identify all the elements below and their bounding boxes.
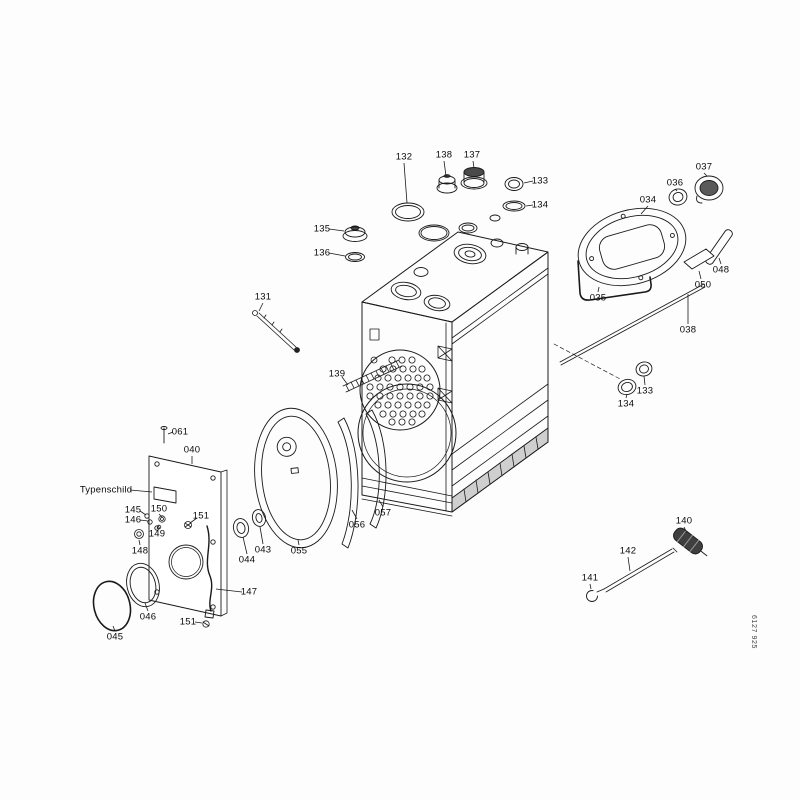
brush-140 (673, 527, 708, 557)
cap-135 (342, 225, 368, 242)
part-label-056: 056 (348, 519, 366, 531)
part-label-037: 037 (695, 161, 713, 173)
part-label-134: 134 (531, 199, 549, 211)
cap-138 (436, 174, 458, 194)
top-flanges (390, 222, 529, 312)
cover-034 (577, 207, 687, 287)
part-label-035: 035 (589, 292, 607, 304)
front-plate-assembly (92, 426, 267, 632)
part-label-034: 034 (639, 194, 657, 206)
part-label-057: 057 (374, 507, 392, 519)
part-label-145: 145 (124, 504, 142, 516)
part-label-132: 132 (395, 151, 413, 163)
part-label-043: 043 (254, 544, 272, 556)
part-label-036: 036 (666, 177, 684, 189)
bolt-061 (160, 426, 168, 444)
part-label-131: 131 (254, 291, 272, 303)
part-label-140: 140 (675, 515, 693, 527)
cap-037 (694, 175, 724, 204)
part-label-048: 048 (712, 264, 730, 276)
fastener-cluster (134, 513, 192, 539)
tube-sheet-holes (366, 356, 434, 426)
part-label-typenschild: Typenschild (79, 484, 133, 496)
ring-045 (92, 580, 132, 632)
part-label-138: 138 (435, 149, 453, 161)
flange-fittings (342, 167, 526, 262)
part-label-142: 142 (619, 545, 637, 557)
part-label-040: 040 (183, 444, 201, 456)
handle-035 (577, 260, 652, 301)
band-057 (365, 409, 387, 529)
part-label-133: 133 (531, 175, 549, 187)
ring-134 (502, 200, 526, 212)
nameplate (153, 486, 177, 504)
ring-136 (345, 252, 365, 262)
cleaning-tools (586, 527, 708, 602)
cover-assembly (553, 175, 733, 396)
hook-141 (586, 588, 605, 602)
ring-133b (635, 361, 653, 377)
part-label-146: 146 (124, 514, 142, 526)
part-label-045: 045 (106, 631, 124, 643)
part-label-137: 137 (463, 149, 481, 161)
part-label-135: 135 (313, 223, 331, 235)
rod-131 (252, 310, 300, 353)
part-label-148: 148 (131, 545, 149, 557)
part-label-050: 050 (694, 279, 712, 291)
part-label-061: 061 (171, 426, 189, 438)
part-label-055: 055 (290, 545, 308, 557)
part-label-139: 139 (328, 368, 346, 380)
part-label-134: 134 (617, 398, 635, 410)
part-label-151: 151 (192, 510, 210, 522)
ring-134b (617, 378, 637, 396)
ring-133 (504, 177, 524, 191)
part-label-149: 149 (148, 528, 166, 540)
part-label-141: 141 (581, 572, 599, 584)
rod-142 (603, 547, 678, 593)
plate-050 (683, 248, 715, 270)
boiler-body (357, 222, 549, 517)
band-056 (337, 417, 359, 549)
part-label-038: 038 (679, 324, 697, 336)
part-label-044: 044 (238, 554, 256, 566)
bolt-bracket (437, 345, 453, 404)
drawing-number: 6127 925 (750, 615, 757, 649)
part-label-133: 133 (636, 385, 654, 397)
coil-139 (342, 359, 403, 393)
part-label-147: 147 (240, 586, 258, 598)
cable-147 (204, 525, 215, 619)
gasket-048 (705, 229, 733, 265)
insulation-door (252, 310, 403, 549)
seal-ring-132 (391, 202, 450, 242)
part-label-151: 151 (179, 616, 197, 628)
part-label-046: 046 (139, 611, 157, 623)
part-label-150: 150 (150, 503, 168, 515)
screw-151b (202, 620, 210, 628)
door-oval-055 (254, 407, 338, 549)
ring-046 (126, 562, 160, 608)
seal-cord-038 (559, 283, 706, 366)
part-label-136: 136 (313, 247, 331, 259)
disc-043 (251, 509, 267, 527)
